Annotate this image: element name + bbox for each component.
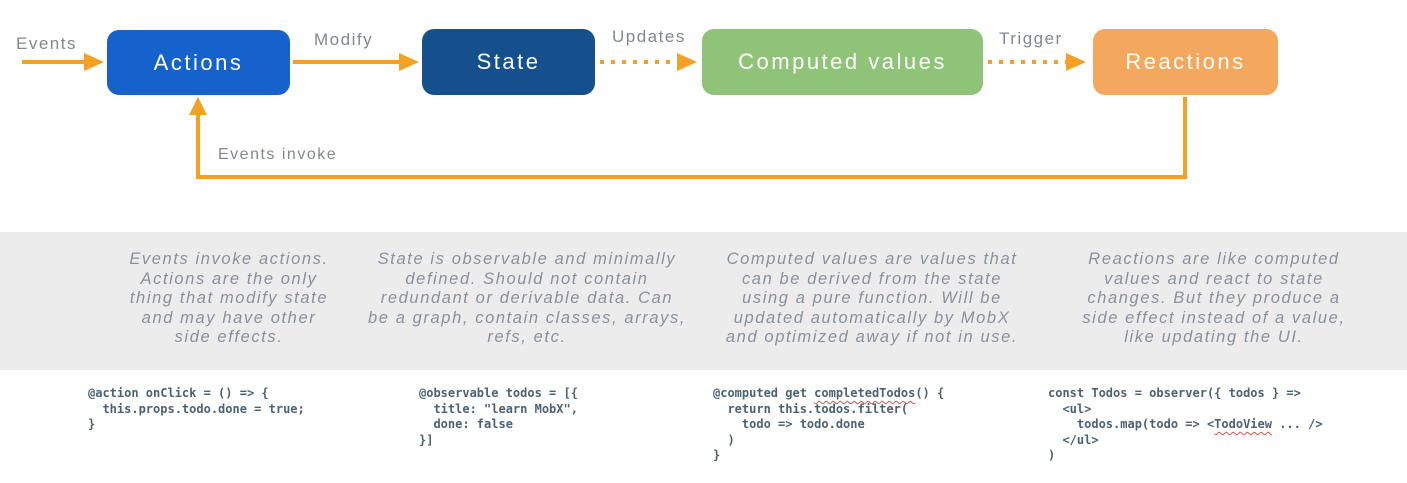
- node-reactions: Reactions: [1093, 29, 1278, 95]
- arrow-right-icon: [677, 53, 697, 71]
- node-state-label: State: [476, 49, 541, 74]
- code-snippet-computed: @computed get completedTodos() { return …: [713, 386, 945, 462]
- node-actions-label: Actions: [153, 49, 244, 75]
- feedback-line-bottom: [196, 175, 1187, 179]
- node-computed-values-label: Computed values: [738, 49, 947, 74]
- code-snippet-observer: const Todos = observer({ todos } => <ul>…: [1048, 386, 1323, 462]
- edge-label-trigger: Trigger: [999, 29, 1063, 48]
- arrow-up-icon: [189, 97, 207, 115]
- arrow-events-to-actions-line: [22, 60, 84, 64]
- description-actions: Events invoke actions.Actions are the on…: [129, 250, 329, 346]
- feedback-line-down-from-reactions: [1183, 97, 1187, 179]
- edge-label-events-invoke: Events invoke: [218, 146, 338, 163]
- node-computed-values: Computed values: [702, 29, 983, 95]
- edge-label-events: Events: [16, 34, 77, 53]
- feedback-line-up-to-actions: [196, 113, 200, 175]
- dotted-arrow-state-to-computed-line: [600, 60, 677, 64]
- arrow-right-icon: [399, 53, 419, 71]
- description-band: [0, 232, 1407, 370]
- code-snippet-action: @action onClick = () => { this.props.tod…: [88, 386, 305, 431]
- edge-label-updates: Updates: [612, 27, 686, 46]
- node-state: State: [422, 29, 595, 95]
- arrow-right-icon: [1066, 53, 1086, 71]
- code-snippet-observable: @observable todos = [{ title: "learn Mob…: [419, 386, 578, 447]
- node-actions: Actions: [107, 30, 290, 95]
- dotted-arrow-computed-to-reactions-line: [988, 60, 1066, 64]
- arrow-right-icon: [84, 53, 104, 71]
- edge-label-modify: Modify: [314, 30, 374, 49]
- arrow-actions-to-state-line: [293, 60, 399, 64]
- node-reactions-label: Reactions: [1125, 49, 1246, 74]
